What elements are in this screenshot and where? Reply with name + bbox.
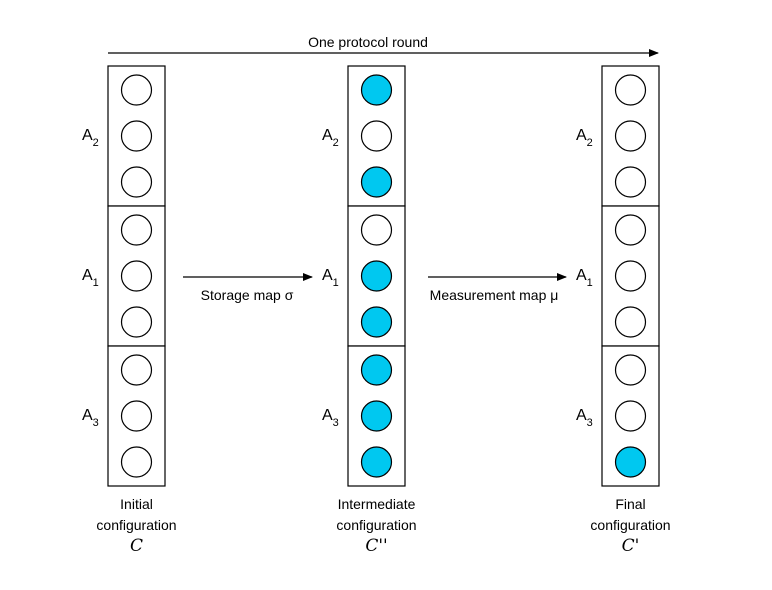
- empty-ball: [120, 120, 153, 152]
- agent-group-letter: A: [576, 127, 587, 144]
- storage-map-arrow: Storage map σ: [183, 273, 313, 303]
- agent-group-label: A2: [82, 127, 99, 149]
- filled-ball: [360, 354, 393, 386]
- protocol-round-label: One protocol round: [308, 34, 428, 50]
- agent-group-subscript: 2: [333, 137, 339, 149]
- column-caption-line1: Intermediate: [338, 496, 416, 512]
- agent-group-label: A1: [322, 267, 339, 289]
- agent-group-label: A3: [82, 407, 99, 429]
- agent-group-label: A3: [322, 407, 339, 429]
- filled-ball: [614, 446, 647, 478]
- empty-ball: [120, 306, 153, 338]
- column-caption-line2: configuration: [590, 517, 670, 533]
- agent-group-subscript: 3: [93, 417, 99, 429]
- agent-group-subscript: 2: [587, 137, 593, 149]
- empty-ball: [614, 260, 647, 292]
- column-caption-line2: configuration: [96, 517, 176, 533]
- protocol-round-arrow: One protocol round: [108, 34, 659, 57]
- agent-group-subscript: 1: [333, 277, 339, 289]
- empty-ball: [120, 260, 153, 292]
- empty-ball: [120, 74, 153, 106]
- agent-group-subscript: 1: [93, 277, 99, 289]
- filled-ball: [360, 400, 393, 432]
- empty-ball: [614, 214, 647, 246]
- column-caption-line1: Initial: [120, 496, 153, 512]
- agent-group-subscript: 1: [587, 277, 593, 289]
- empty-ball: [120, 446, 153, 478]
- configuration-symbol: C'': [365, 536, 387, 556]
- agent-group-letter: A: [322, 407, 333, 424]
- agent-group-letter: A: [82, 267, 93, 284]
- empty-ball: [120, 214, 153, 246]
- empty-ball: [120, 354, 153, 386]
- column-caption-line1: Final: [615, 496, 645, 512]
- empty-ball: [360, 214, 393, 246]
- agent-group-letter: A: [322, 267, 333, 284]
- empty-ball: [120, 166, 153, 198]
- agent-group-letter: A: [82, 407, 93, 424]
- empty-ball: [614, 400, 647, 432]
- empty-ball: [360, 120, 393, 152]
- agent-group-letter: A: [322, 127, 333, 144]
- agent-group-letter: A: [576, 267, 587, 284]
- agent-group-label: A3: [576, 407, 593, 429]
- configuration-symbol: C: [130, 536, 143, 556]
- empty-ball: [614, 74, 647, 106]
- column-caption-line2: configuration: [336, 517, 416, 533]
- storage-map-label: Storage map σ: [201, 287, 294, 303]
- filled-ball: [360, 446, 393, 478]
- configuration-columns: A2A1A3InitialconfigurationCA2A1A3Interme…: [82, 65, 671, 556]
- empty-ball: [614, 120, 647, 152]
- filled-ball: [360, 166, 393, 198]
- measurement-map-arrow: Measurement map μ: [428, 273, 567, 303]
- empty-ball: [614, 354, 647, 386]
- agent-group-label: A2: [576, 127, 593, 149]
- measurement-map-label: Measurement map μ: [430, 287, 559, 303]
- agent-group-label: A1: [82, 267, 99, 289]
- empty-ball: [120, 400, 153, 432]
- agent-group-letter: A: [576, 407, 587, 424]
- agent-group-label: A2: [322, 127, 339, 149]
- agent-group-subscript: 3: [333, 417, 339, 429]
- agent-group-subscript: 2: [93, 137, 99, 149]
- filled-ball: [360, 260, 393, 292]
- empty-ball: [614, 166, 647, 198]
- filled-ball: [360, 74, 393, 106]
- agent-group-letter: A: [82, 127, 93, 144]
- agent-group-label: A1: [576, 267, 593, 289]
- configuration-symbol: C': [622, 536, 640, 556]
- filled-ball: [360, 306, 393, 338]
- empty-ball: [614, 306, 647, 338]
- agent-group-subscript: 3: [587, 417, 593, 429]
